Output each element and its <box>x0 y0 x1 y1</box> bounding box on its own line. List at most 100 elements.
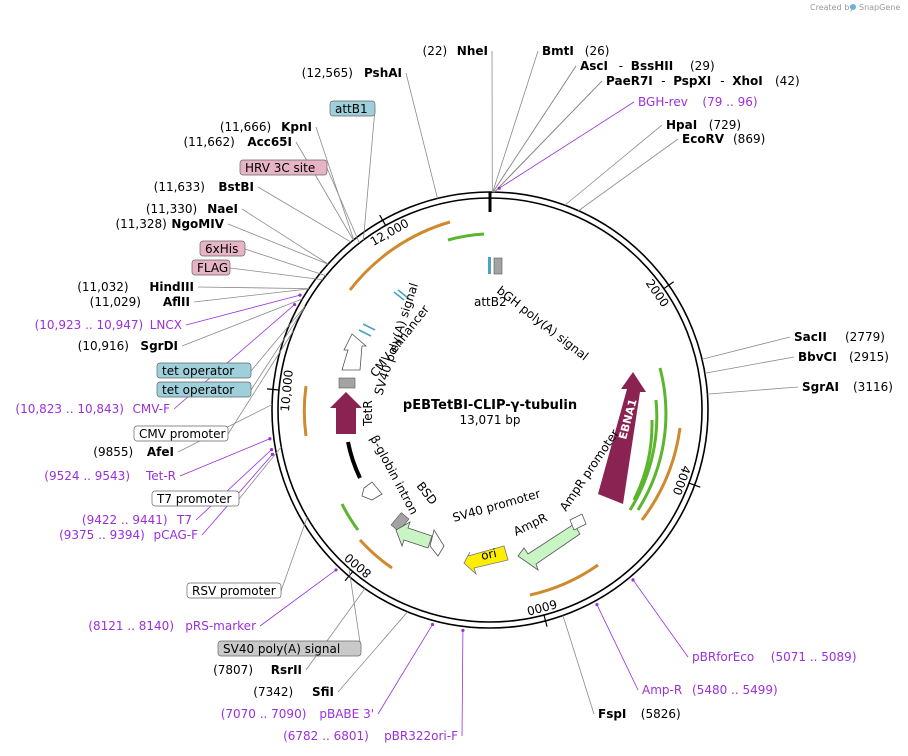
site-pshai[interactable]: PshAI(12,565) <box>302 66 402 80</box>
primer-marker <box>631 578 635 582</box>
site-position: (26) <box>585 44 610 58</box>
site-position: (2915) <box>849 350 889 364</box>
primer-pbr322ori-f[interactable]: pBR322ori-F(6782 .. 6801) <box>283 729 458 743</box>
site-group-asci-bsshii[interactable]: AscI-BssHII(29) <box>580 59 715 73</box>
primer-prs-marker[interactable]: pRS-marker(8121 .. 8140) <box>88 619 256 633</box>
ori-feature[interactable] <box>463 545 509 576</box>
leader-line <box>227 223 329 265</box>
primer-t7[interactable]: T7(9422 .. 9441) <box>82 513 192 527</box>
primer-range: (5480 .. 5499) <box>692 683 778 697</box>
primer-amp-r[interactable]: Amp-R(5480 .. 5499) <box>642 683 778 697</box>
primer-pbrforeco[interactable]: pBRforEco(5071 .. 5089) <box>692 650 857 664</box>
feature-leader <box>244 248 327 277</box>
feature-tag-flag[interactable]: FLAG <box>191 259 231 276</box>
feature-tag-box <box>191 259 231 276</box>
attb2-label: attB2 <box>474 295 507 309</box>
leader-line <box>494 80 603 193</box>
primer-range: (10,923 .. 10,947) <box>35 318 144 332</box>
site-fspi[interactable]: FspI(5826) <box>598 707 681 721</box>
site-position: (7342) <box>253 685 293 699</box>
site-bbvci[interactable]: BbvCI(2915) <box>798 350 889 364</box>
orf-green-right-3 <box>628 399 659 511</box>
feature-tag-cmv-promoter[interactable]: CMV promoter <box>133 425 229 442</box>
site-hpai[interactable]: HpaI(729) <box>666 118 741 132</box>
site-bstbi[interactable]: BstBI(11,633) <box>154 180 254 194</box>
site-sgrdi[interactable]: SgrDI(10,916) <box>78 339 178 353</box>
site-afei[interactable]: AfeI (9855) <box>93 445 174 459</box>
feature-tag-label: SV40 poly(A) signal <box>223 642 340 656</box>
site-position: (9855) <box>93 445 133 459</box>
primer-range: (6782 .. 6801) <box>283 729 369 743</box>
tick-mark <box>379 214 387 226</box>
feature-tag-t7-promoter[interactable]: T7 promoter <box>151 490 240 507</box>
feature-leader <box>238 446 282 500</box>
feature-leader <box>227 330 294 435</box>
feature-tag-tet-operator[interactable]: tet operator <box>156 362 252 379</box>
site-name: RsrII <box>271 663 302 677</box>
site-sacii[interactable]: SacII(2779) <box>794 330 885 344</box>
feature-tag-label: CMV promoter <box>139 427 226 441</box>
feature-tag-tet-operator[interactable]: tet operator <box>156 381 252 398</box>
primer-name: Tet-R <box>145 469 176 483</box>
tick-mark <box>543 614 548 627</box>
attb1-marker <box>393 289 409 301</box>
site-position: (29) <box>690 59 715 73</box>
feature-tag-attb1[interactable]: attB1 <box>329 100 376 117</box>
feature-tag-sv40-poly-a-signal[interactable]: SV40 poly(A) signal <box>217 640 362 657</box>
primer-tet-r[interactable]: Tet-R(9524 .. 9543) <box>44 469 176 483</box>
bgh-polya-label: bGH poly(A) signal <box>494 283 591 363</box>
site-group-paer7i-pspxi-xhoi[interactable]: PaeR7I-PspXI-XhoI(42) <box>606 74 800 88</box>
site-sgrai[interactable]: SgrAI(3116) <box>802 380 893 394</box>
site-position: (42) <box>775 74 800 88</box>
primer-cmv-f[interactable]: CMV-F (10,823 .. 10,843) <box>15 402 170 416</box>
site-hindiii[interactable]: HindIII(11,032) <box>77 280 194 294</box>
feature-tag-6xhis[interactable]: 6xHis <box>199 240 246 257</box>
site-aflii[interactable]: AflII(11,029) <box>90 295 190 309</box>
site-name: BmtI <box>542 44 574 58</box>
primer-bgh-rev[interactable]: BGH-rev (79 .. 96) <box>638 95 758 109</box>
bsd-feature <box>395 521 433 549</box>
primer-range: (8121 .. 8140) <box>88 619 174 633</box>
primer-name: BGH-rev <box>638 95 688 109</box>
primer-lncx[interactable]: LNCX(10,923 .. 10,947) <box>35 318 182 332</box>
site-acc65i[interactable]: Acc65I(11,662) <box>183 135 292 149</box>
primer-name: CMV-F <box>133 402 171 416</box>
ebna1-feature[interactable] <box>598 372 646 504</box>
primer-leader <box>461 630 464 737</box>
site-position: (11,330) <box>146 202 197 216</box>
site-name: AfeI <box>147 445 174 459</box>
site-nhei[interactable]: NheI(22) <box>423 44 488 58</box>
outer-labels: NheI(22) BmtI (26) HpaI(729)EcoRV(869) SacII… <box>15 44 893 743</box>
site-rsrii[interactable]: RsrII (7807) <box>213 663 302 677</box>
site-position: (11,662) <box>183 135 234 149</box>
site-ecorv[interactable]: EcoRV(869) <box>682 132 765 146</box>
orf-green-right-2 <box>632 419 654 501</box>
site-kpni[interactable]: KpnI(11,666) <box>220 120 312 134</box>
primer-name: T7 <box>176 513 192 527</box>
primer-pbabe-3[interactable]: pBABE 3'(7070 .. 7090) <box>221 707 374 721</box>
primer-range: (10,823 .. 10,843) <box>15 402 124 416</box>
leader-line <box>701 336 791 360</box>
site-name: BssHII <box>631 59 673 73</box>
feature-tag-box <box>156 381 252 398</box>
feature-tag-hrv-3c-site[interactable]: HRV 3C site <box>239 159 328 176</box>
leader-line <box>337 611 408 693</box>
primer-range: (79 .. 96) <box>702 95 757 109</box>
site-position: (7807) <box>213 663 253 677</box>
site-naei[interactable]: NaeI (11,330) <box>146 202 238 216</box>
site-sfii[interactable]: SfiI(7342) <box>253 685 334 699</box>
site-name: NaeI <box>207 202 238 216</box>
primer-pcag-f[interactable]: pCAG-F(9375 .. 9394) <box>59 528 198 542</box>
teto-marker <box>358 323 376 337</box>
ampr-promoter-feature <box>569 513 587 531</box>
site-position: (5826) <box>641 707 681 721</box>
site-bmti[interactable]: BmtI (26) <box>542 44 609 58</box>
feature-tag-label: RSV promoter <box>192 584 276 598</box>
tick-label: 10,000 <box>278 369 296 412</box>
feature-tag-rsv-promoter[interactable]: RSV promoter <box>186 582 282 599</box>
site-ngomiv[interactable]: NgoMIV(11,328) <box>115 217 224 231</box>
tetr-label: TetR <box>361 400 375 427</box>
orf-orange-left <box>302 385 308 437</box>
leader-line <box>578 138 679 212</box>
site-name: PshAI <box>364 66 402 80</box>
